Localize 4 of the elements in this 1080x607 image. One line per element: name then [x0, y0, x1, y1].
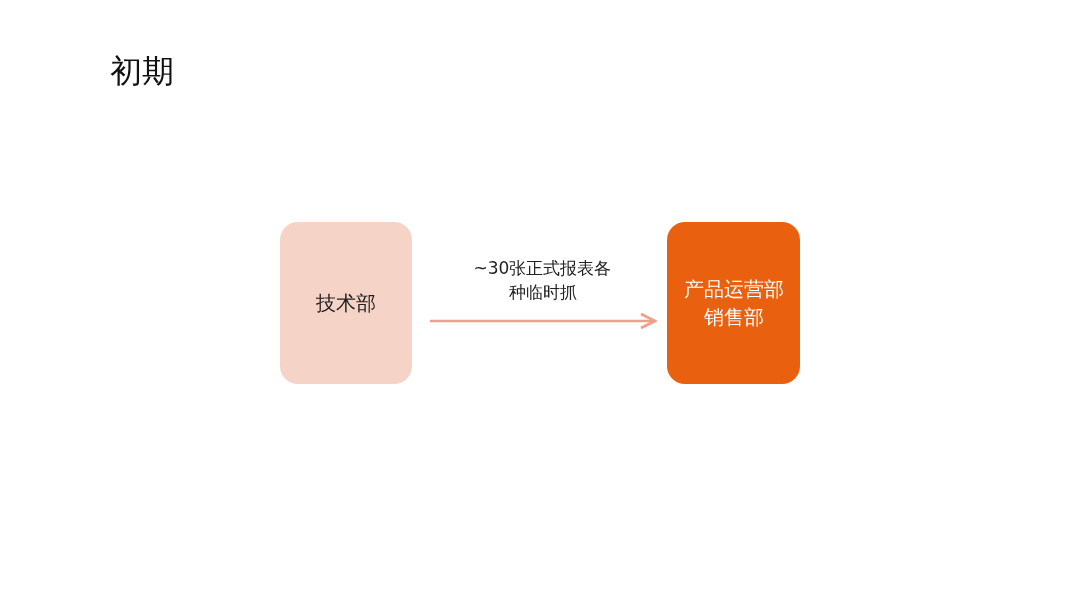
department-box: 产品运营部销售部 [667, 222, 800, 384]
title: 初期 [110, 51, 174, 92]
arrow [430, 312, 657, 330]
department-box: 技术部 [280, 222, 412, 384]
